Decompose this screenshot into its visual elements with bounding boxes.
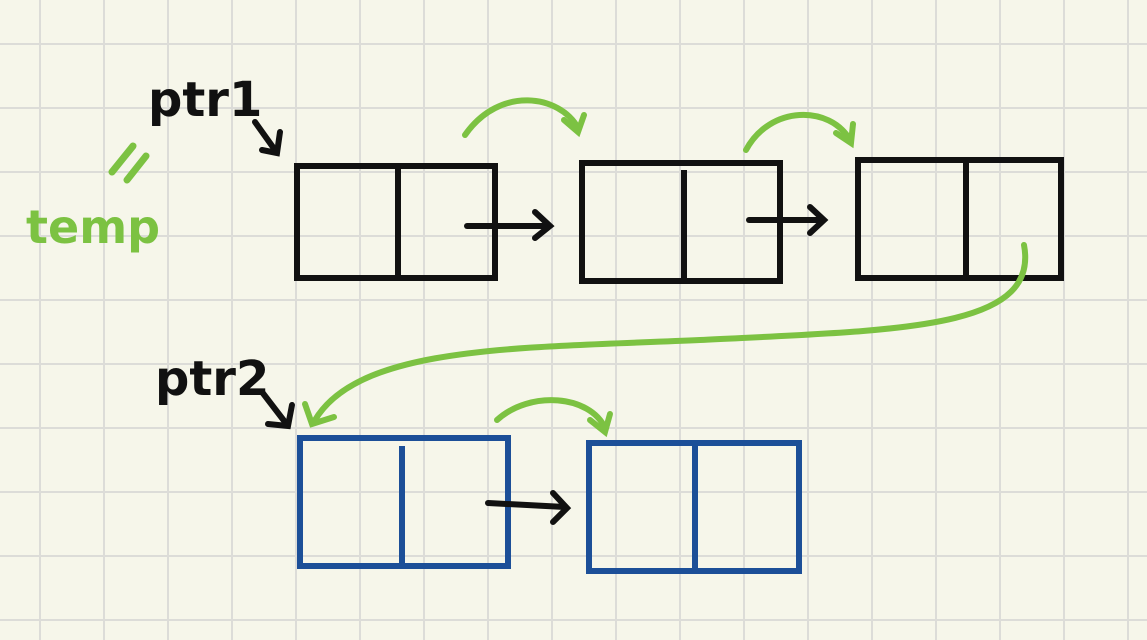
traversal-arrow	[302, 242, 1029, 428]
ptr1-arrow	[252, 119, 283, 157]
next-pointer-arrow	[485, 490, 572, 525]
top-node-1	[294, 163, 498, 281]
next-pointer-arrow	[464, 209, 555, 241]
bottom-node-1	[297, 435, 511, 569]
bottom-node-2	[586, 440, 802, 574]
ptr2-label: ptr2	[155, 351, 269, 407]
top-node-3	[855, 157, 1064, 281]
next-pointer-arrow	[746, 204, 829, 236]
traversal-arrow	[743, 111, 856, 153]
traversal-arrow	[494, 397, 613, 438]
traversal-arrow	[462, 97, 587, 138]
ptr2-arrow	[259, 389, 295, 430]
ptr1-label: ptr1	[148, 72, 262, 128]
temp-label: temp	[26, 200, 160, 254]
equals-sign	[108, 142, 150, 184]
